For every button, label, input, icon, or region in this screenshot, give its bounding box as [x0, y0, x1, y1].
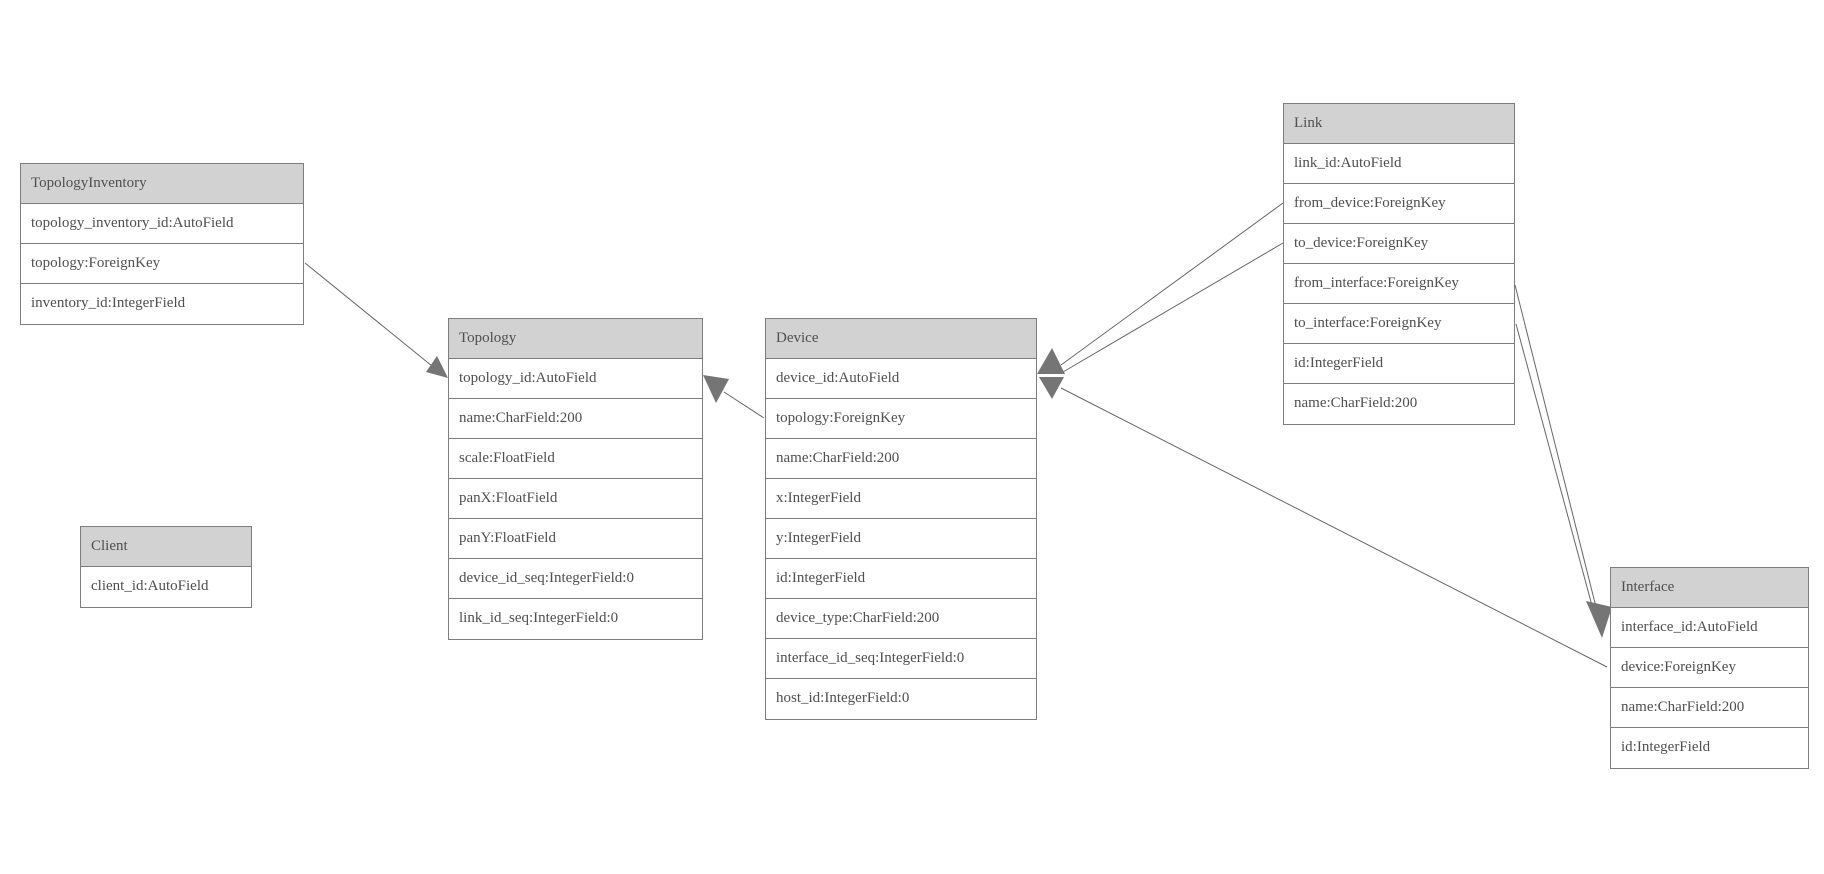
field-row: link_id_seq:IntegerField:0 — [449, 599, 702, 639]
edge-link-from-interface-to-interface — [1514, 284, 1598, 612]
edge-link-to-device-to-device — [1062, 242, 1284, 373]
field-row: topology:ForeignKey — [21, 244, 303, 284]
field-row: name:CharField:200 — [1284, 384, 1514, 424]
entity-title-interface: Interface — [1611, 568, 1808, 608]
field-row: x:IntegerField — [766, 479, 1036, 519]
field-row: from_device:ForeignKey — [1284, 184, 1514, 224]
field-row: panY:FloatField — [449, 519, 702, 559]
arrowhead-into-topology-left — [426, 356, 448, 378]
edge-link-to-interface-to-interface — [1515, 323, 1595, 614]
field-row: interface_id_seq:IntegerField:0 — [766, 639, 1036, 679]
field-row: from_interface:ForeignKey — [1284, 264, 1514, 304]
field-row: panX:FloatField — [449, 479, 702, 519]
edge-link-from-device-to-device — [1060, 202, 1284, 366]
edge-interface-device-to-device — [1060, 387, 1608, 668]
entity-title-topology: Topology — [449, 319, 702, 359]
field-row: topology_inventory_id:AutoField — [21, 204, 303, 244]
field-row: y:IntegerField — [766, 519, 1036, 559]
field-row: to_interface:ForeignKey — [1284, 304, 1514, 344]
arrowhead-at-topology-right — [703, 375, 729, 403]
entity-title-link: Link — [1284, 104, 1514, 144]
field-row: scale:FloatField — [449, 439, 702, 479]
field-row: topology_id:AutoField — [449, 359, 702, 399]
field-row: name:CharField:200 — [766, 439, 1036, 479]
field-row: name:CharField:200 — [1611, 688, 1808, 728]
entity-title-device: Device — [766, 319, 1036, 359]
field-row: device:ForeignKey — [1611, 648, 1808, 688]
field-row: topology:ForeignKey — [766, 399, 1036, 439]
edge-device-to-topology — [723, 391, 765, 419]
arrowhead-into-interface-left — [1586, 601, 1612, 638]
field-row: to_device:ForeignKey — [1284, 224, 1514, 264]
entity-title-topologyinventory: TopologyInventory — [21, 164, 303, 204]
field-row: device_id:AutoField — [766, 359, 1036, 399]
field-row: interface_id:AutoField — [1611, 608, 1808, 648]
field-row: client_id:AutoField — [81, 567, 251, 607]
arrowhead-at-device-upper — [1037, 348, 1065, 374]
field-row: link_id:AutoField — [1284, 144, 1514, 184]
entity-title-client: Client — [81, 527, 251, 567]
field-row: device_id_seq:IntegerField:0 — [449, 559, 702, 599]
field-row: id:IntegerField — [1284, 344, 1514, 384]
field-row: name:CharField:200 — [449, 399, 702, 439]
field-row: id:IntegerField — [1611, 728, 1808, 768]
field-row: host_id:IntegerField:0 — [766, 679, 1036, 719]
field-row: inventory_id:IntegerField — [21, 284, 303, 324]
field-row: id:IntegerField — [766, 559, 1036, 599]
edge-topologyinventory-to-topology — [304, 262, 433, 367]
arrowhead-at-device-lower — [1039, 377, 1064, 399]
field-row: device_type:CharField:200 — [766, 599, 1036, 639]
